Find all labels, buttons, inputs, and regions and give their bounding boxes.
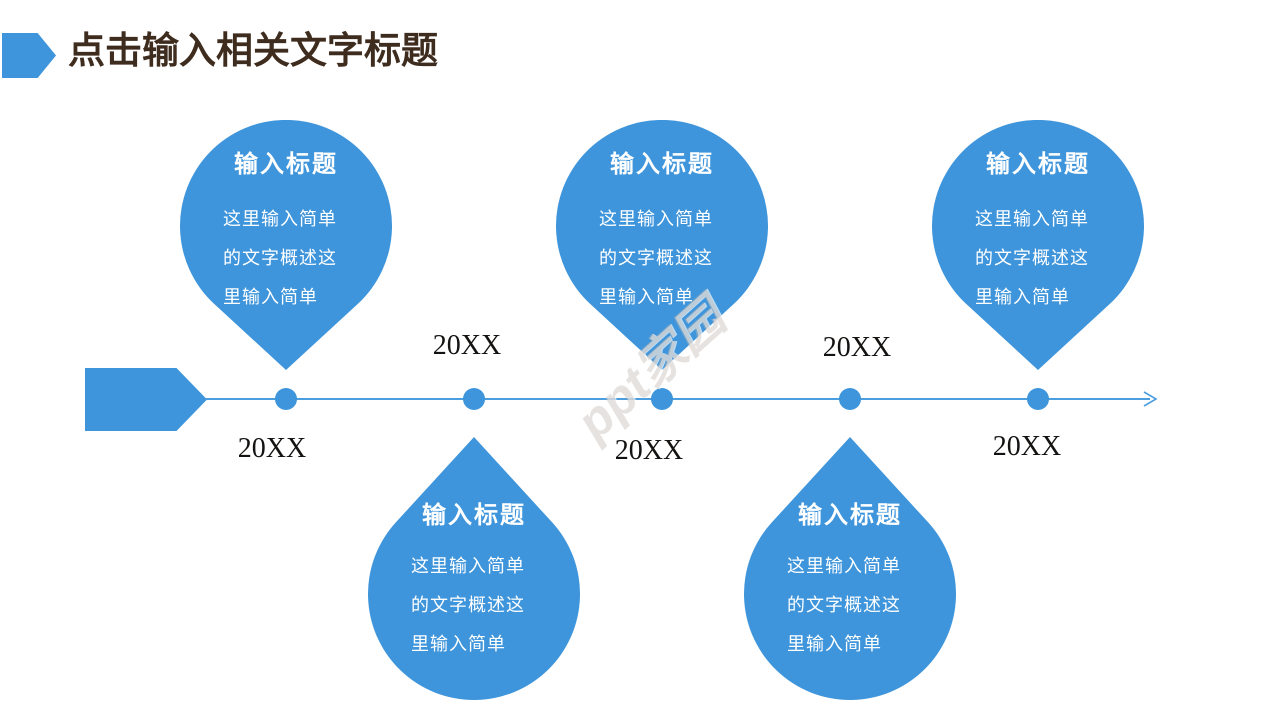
balloon-item-1: 输入标题 这里输入简单 的文字概述这 里输入简单 — [180, 120, 392, 370]
balloon-body-line: 这里输入简单 — [975, 209, 1089, 229]
year-label-3[interactable]: 20XX — [614, 435, 684, 466]
balloon-title[interactable]: 输入标题 — [234, 151, 338, 178]
balloon-body[interactable]: 这里输入简单 的文字概述这 里输入简单 — [411, 547, 537, 664]
pin-down-shape — [556, 120, 768, 370]
year-label-5[interactable]: 20XX — [992, 431, 1062, 462]
balloon-title[interactable]: 输入标题 — [422, 502, 526, 529]
timeline-start-arrow-shape — [85, 368, 207, 431]
timeline-dot-1 — [275, 388, 297, 410]
balloon-body-line: 的文字概述这 — [975, 248, 1089, 268]
balloon-body[interactable]: 这里输入简单 的文字概述这 里输入简单 — [599, 200, 725, 317]
balloon-body-line: 这里输入简单 — [411, 556, 525, 576]
timeline-line — [205, 398, 1150, 400]
balloon-body[interactable]: 这里输入简单 的文字概述这 里输入简单 — [223, 200, 349, 317]
balloon-body-line: 的文字概述这 — [411, 595, 525, 615]
balloon-item-5: 输入标题 这里输入简单 的文字概述这 里输入简单 — [932, 120, 1144, 370]
pin-up-shape — [368, 437, 580, 700]
balloon-title[interactable]: 输入标题 — [986, 151, 1090, 178]
balloon-body-line: 里输入简单 — [599, 287, 694, 307]
balloon-body-line: 里输入简单 — [411, 634, 506, 654]
balloon-body[interactable]: 这里输入简单 的文字概述这 里输入简单 — [975, 200, 1101, 317]
balloon-body-line: 的文字概述这 — [223, 248, 337, 268]
balloon-body-line: 里输入简单 — [223, 287, 318, 307]
balloon-body-line: 的文字概述这 — [787, 595, 901, 615]
timeline-arrowhead-icon — [1143, 391, 1158, 407]
balloon-item-3: 输入标题 这里输入简单 的文字概述这 里输入简单 — [556, 120, 768, 370]
balloon-item-4: 输入标题 这里输入简单 的文字概述这 里输入简单 — [744, 437, 956, 700]
timeline-dot-4 — [839, 388, 861, 410]
header-arrow-icon — [2, 33, 56, 78]
year-label-1[interactable]: 20XX — [237, 433, 307, 464]
pin-down-shape — [180, 120, 392, 370]
year-label-2[interactable]: 20XX — [432, 330, 502, 361]
balloon-title[interactable]: 输入标题 — [798, 502, 902, 529]
balloon-body-line: 这里输入简单 — [787, 556, 901, 576]
balloon-body-line: 这里输入简单 — [223, 209, 337, 229]
balloon-body-line: 里输入简单 — [975, 287, 1070, 307]
timeline-dot-5 — [1027, 388, 1049, 410]
balloon-title[interactable]: 输入标题 — [610, 151, 714, 178]
balloon-body-line: 的文字概述这 — [599, 248, 713, 268]
pin-up-shape — [744, 437, 956, 700]
balloon-item-2: 输入标题 这里输入简单 的文字概述这 里输入简单 — [368, 437, 580, 700]
pin-down-shape — [932, 120, 1144, 370]
year-label-4[interactable]: 20XX — [822, 332, 892, 363]
balloon-body-line: 这里输入简单 — [599, 209, 713, 229]
balloon-body-line: 里输入简单 — [787, 634, 882, 654]
timeline-dot-2 — [463, 388, 485, 410]
balloon-body[interactable]: 这里输入简单 的文字概述这 里输入简单 — [787, 547, 913, 664]
slide-title[interactable]: 点击输入相关文字标题 — [68, 31, 438, 72]
timeline-dot-3 — [651, 388, 673, 410]
